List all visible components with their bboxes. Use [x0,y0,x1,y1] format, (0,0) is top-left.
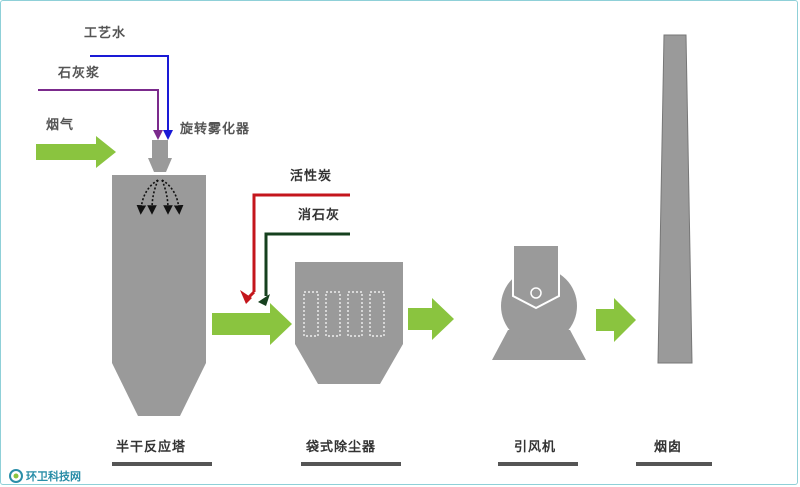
label-activated-carbon: 活性炭 [290,168,332,184]
filter-bags [303,291,385,337]
watermark: 环卫科技网 [9,469,81,483]
activated-carbon-line [240,193,350,304]
label-induced-fan: 引风机 [514,439,556,455]
base-bar-bag-filter [301,462,401,466]
slaked-lime-line [258,232,350,306]
label-chimney: 烟囱 [654,439,682,455]
flow-arrow-tower-to-filter [212,303,292,345]
induced-draft-fan [492,244,586,360]
label-flue-gas: 烟气 [46,117,74,133]
label-process-water: 工艺水 [84,25,126,41]
process-water-line [90,55,173,140]
chimney [657,34,693,364]
bag-filter [295,262,403,384]
spray-pattern [136,179,184,215]
label-slaked-lime: 消石灰 [298,207,340,223]
label-bag-filter: 袋式除尘器 [305,439,376,455]
rotary-atomizer [148,140,172,172]
label-rotary-atomizer: 旋转雾化器 [179,121,250,137]
watermark-text: 环卫科技网 [26,469,81,483]
base-bar-chimney [636,462,712,466]
base-bar-fan [498,462,578,466]
semi-dry-reaction-tower [112,175,206,416]
flow-arrow-filter-to-fan [408,298,454,340]
label-semi-dry-tower: 半干反应塔 [116,439,186,455]
watermark-logo-icon [9,469,23,483]
lime-slurry-line [38,89,163,140]
label-lime-slurry: 石灰浆 [57,65,100,81]
flow-arrow-fan-to-chimney [596,298,636,342]
flue-gas-arrow [36,136,116,168]
base-bar-tower [112,462,212,466]
